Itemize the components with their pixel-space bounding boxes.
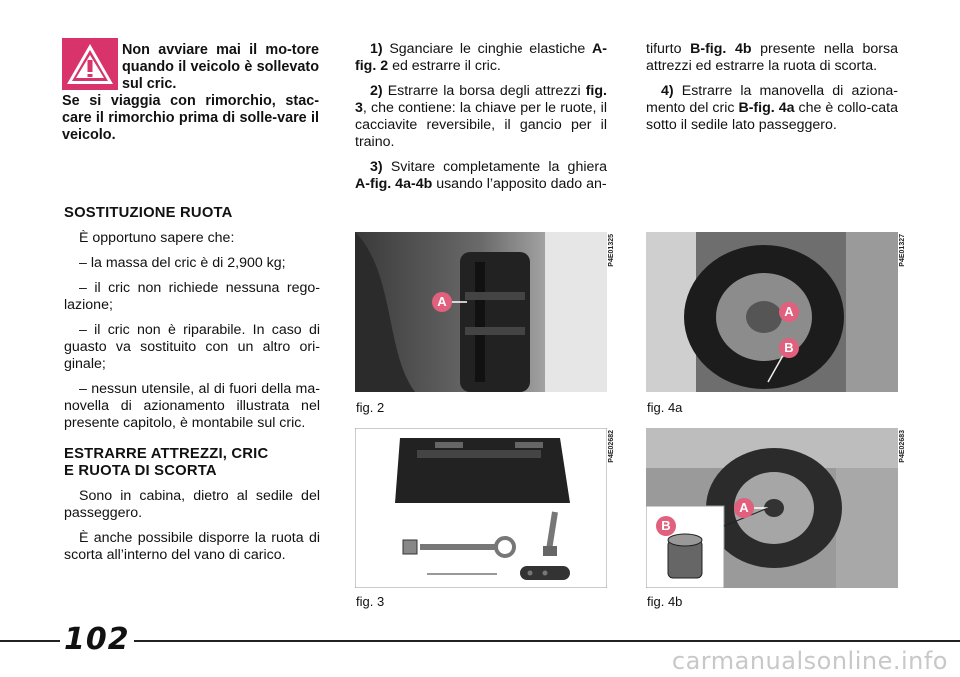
watermark: carmanualsonline.info	[671, 647, 948, 675]
warning-line2: Se si viaggia con rimorchio, stac-care i…	[62, 93, 319, 143]
paragraph: È anche possibile disporre la ruota di s…	[64, 530, 320, 563]
warning-triangle-icon	[62, 38, 118, 90]
figure-caption: fig. 4b	[647, 594, 683, 609]
paragraph: Sono in cabina, dietro al sedile del pas…	[64, 488, 320, 521]
left-column: SOSTITUZIONE RUOTA È opportuno sapere ch…	[64, 205, 320, 572]
label-a: A	[779, 302, 799, 322]
step-4: 4) Estrarre la manovella di aziona-mento…	[646, 83, 898, 133]
figure-code: P4E02683	[899, 430, 906, 463]
figure-4b-spare-wheel-underbody: A B	[646, 428, 898, 588]
label-b: B	[779, 338, 799, 358]
section-title-estrarre-1: ESTRARRE ATTREZZI, CRIC	[64, 446, 269, 462]
step-2: 2) Estrarre la borsa degli attrezzi fig.…	[355, 83, 607, 150]
figure-caption: fig. 3	[356, 594, 385, 609]
intro-text: È opportuno sapere che:	[79, 230, 235, 246]
figure-3-tool-bag	[355, 428, 607, 588]
warning-text: Non avviare mai il mo-tore quando il vei…	[62, 42, 319, 144]
section-title-sostituzione: SOSTITUZIONE RUOTA	[64, 205, 233, 221]
right-column: tifurto B-fig. 4b presente nella borsa a…	[646, 41, 898, 142]
step-3-continued: tifurto B-fig. 4b presente nella borsa a…	[646, 41, 898, 74]
step-1: 1) Sganciare le cinghie elastiche A-fig.…	[355, 41, 607, 74]
footer-rule-left	[0, 640, 60, 642]
warning-line1: Non avviare mai il mo-tore quando il vei…	[122, 42, 319, 92]
footer-rule-right	[134, 640, 960, 642]
label-a: A	[734, 498, 754, 518]
figure-caption: fig. 4a	[647, 400, 683, 415]
label-b: B	[656, 516, 676, 536]
list-item: – la massa del cric è di 2,900 kg;	[79, 255, 286, 271]
section-title-estrarre-2: E RUOTA DI SCORTA	[64, 463, 217, 479]
figure-caption: fig. 2	[356, 400, 385, 415]
list-item: – il cric non richiede nessuna rego-lazi…	[64, 280, 320, 313]
label-a: A	[432, 292, 452, 312]
figure-4a-spare-wheel-photo: A B	[646, 232, 898, 392]
step-3: 3) Svitare completamente la ghiera A-fig…	[355, 159, 607, 192]
figure-2-jack-photo: A	[355, 232, 607, 392]
middle-column: 1) Sganciare le cinghie elastiche A-fig.…	[355, 41, 607, 201]
figure-code: P4E01325	[608, 234, 615, 267]
figure-code: P4E01327	[899, 234, 906, 267]
figure-code: P4E02682	[608, 430, 615, 463]
list-item: – nessun utensile, al di fuori della ma-…	[64, 381, 320, 431]
page-number: 102	[64, 622, 130, 657]
list-item: – il cric non è riparabile. In caso di g…	[64, 322, 320, 372]
